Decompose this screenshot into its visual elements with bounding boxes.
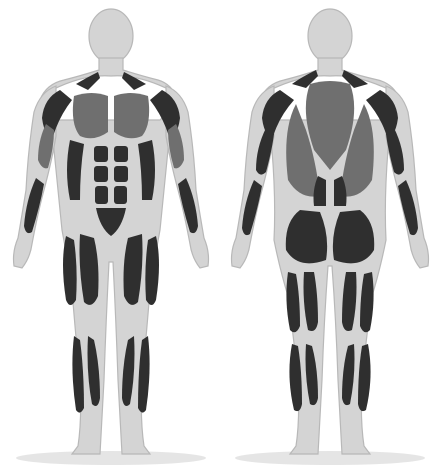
- front-pectoral-left: [73, 93, 108, 138]
- front-ab-1-right: [114, 146, 128, 162]
- back-body-silhouette: [232, 9, 429, 454]
- front-quad-outer-right: [145, 236, 159, 305]
- front-ab-2-left: [94, 166, 108, 182]
- front-ab-1-left: [94, 146, 108, 162]
- front-pectoral-right: [114, 93, 149, 138]
- back-head: [308, 9, 352, 63]
- front-quad-outer-left: [63, 236, 77, 305]
- back-ground-shadow: [235, 451, 425, 465]
- front-ab-3-right: [114, 186, 127, 204]
- front-ab-3-left: [95, 186, 108, 204]
- front-ground-shadow: [16, 451, 206, 465]
- front-ab-2-right: [114, 166, 128, 182]
- front-head: [89, 9, 133, 63]
- front-view-figure: [14, 9, 209, 465]
- back-view-figure: [232, 9, 429, 465]
